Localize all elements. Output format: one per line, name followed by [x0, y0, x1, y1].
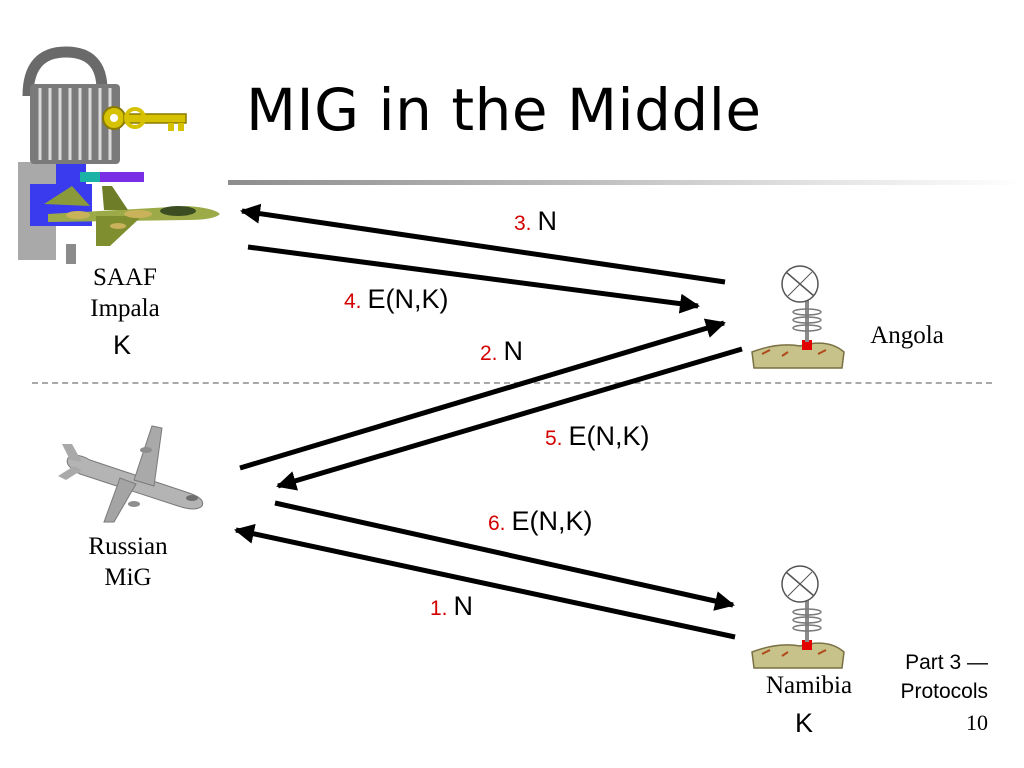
footer-section: Part 3 — Protocols — [900, 648, 988, 706]
arrow-5 — [276, 346, 743, 491]
message-6: 6.E(N,K) — [488, 506, 593, 537]
message-5-number: 5. — [545, 427, 563, 450]
message-4-text: E(N,K) — [367, 284, 449, 314]
message-2-number: 2. — [480, 342, 498, 365]
impala-jet-icon — [44, 186, 220, 246]
message-3-number: 3. — [514, 212, 532, 235]
message-2: 2.N — [480, 336, 523, 367]
mig-jet-icon — [58, 425, 204, 523]
saaf-line2: Impala — [90, 295, 160, 322]
message-4: 4.E(N,K) — [344, 284, 449, 315]
message-1: 1.N — [430, 591, 473, 622]
message-2-text: N — [503, 336, 524, 366]
satellite-dish-icon — [751, 565, 845, 669]
dashed-divider — [32, 382, 992, 384]
russian-line1: Russian — [88, 533, 168, 560]
saaf-line1: SAAF — [93, 264, 157, 291]
footer-dash: — — [967, 651, 988, 674]
message-5-text: E(N,K) — [568, 421, 650, 451]
page-number: 10 — [966, 710, 988, 735]
title-rule — [228, 180, 1024, 185]
arrow-4 — [247, 244, 700, 314]
namibia-label: Namibia — [765, 672, 853, 699]
message-1-number: 1. — [430, 597, 448, 620]
namibia-key: K — [795, 708, 814, 738]
saaf-label: SAAF Impala — [70, 262, 180, 324]
angola-label: Angola — [870, 322, 944, 349]
footer-topic: Protocols — [900, 680, 988, 703]
slide-title: MIG in the Middle — [246, 76, 762, 144]
message-5: 5.E(N,K) — [545, 421, 650, 452]
saaf-key: K — [113, 330, 132, 360]
message-3-text: N — [537, 206, 558, 236]
message-6-number: 6. — [488, 512, 506, 535]
arrow-6 — [274, 500, 735, 611]
footer-part: Part 3 — [905, 651, 962, 674]
message-3: 3.N — [514, 206, 557, 237]
message-4-number: 4. — [344, 290, 362, 313]
arrow-3 — [240, 203, 726, 285]
satellite-dish-icon — [751, 265, 845, 369]
russian-label: Russian MiG — [68, 531, 188, 593]
russian-line2: MiG — [104, 564, 152, 591]
arrow-1 — [234, 523, 736, 640]
message-1-text: N — [453, 591, 474, 621]
message-6-text: E(N,K) — [511, 506, 593, 536]
arrow-2 — [239, 318, 726, 471]
